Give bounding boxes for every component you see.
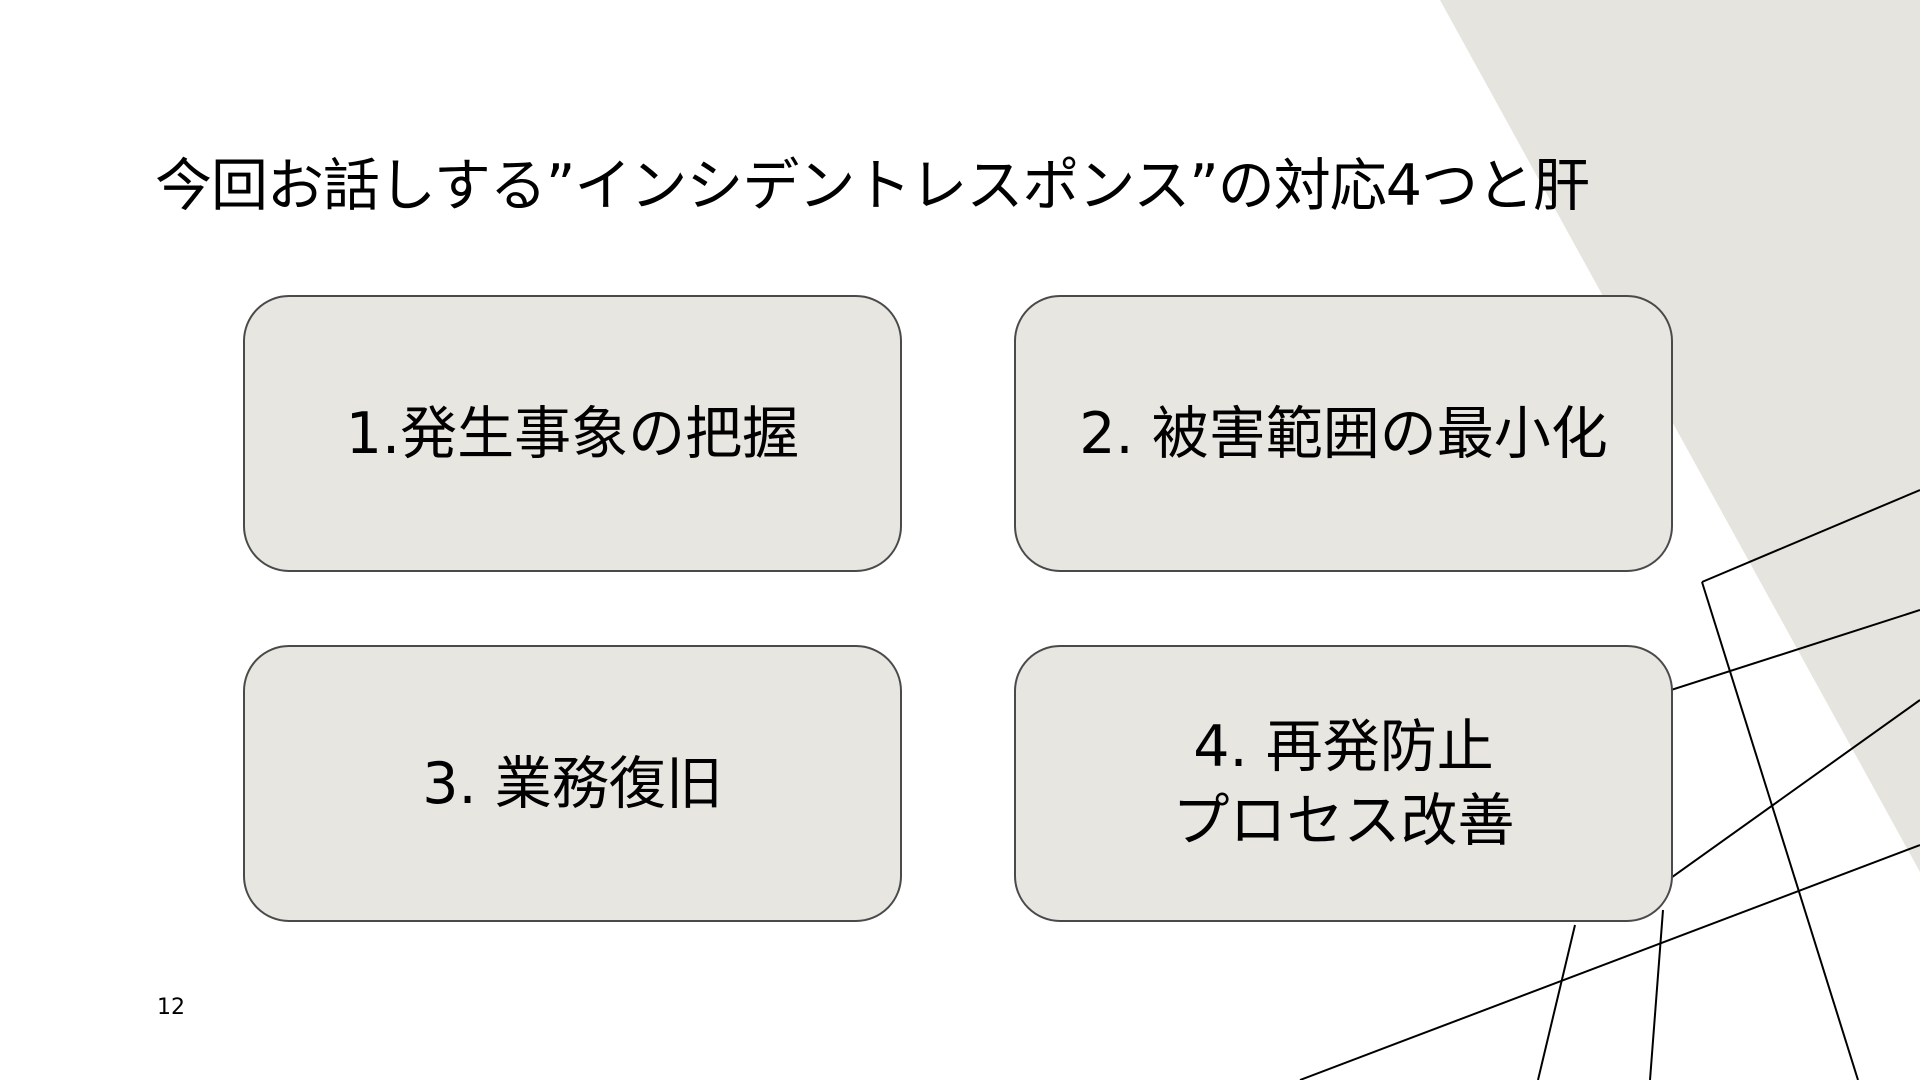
decor-line [1639, 609, 1920, 701]
card-label-line2: プロセス改善 [1172, 787, 1515, 854]
decor-line [1537, 924, 1576, 1080]
card-label-group: 4. 再発防止 プロセス改善 [1173, 710, 1515, 858]
decor-line [1701, 581, 1859, 1080]
card-label: 3. 業務復旧 [422, 750, 723, 817]
card-label: 2. 被害範囲の最小化 [1079, 400, 1608, 467]
decor-line [1701, 489, 1920, 583]
beige-diagonal-shape [1440, 0, 1920, 872]
decor-line [1299, 844, 1920, 1080]
incident-step-card: 2. 被害範囲の最小化 [1014, 295, 1673, 572]
incident-step-card: 3. 業務復旧 [243, 645, 902, 922]
incident-step-card: 4. 再発防止 プロセス改善 [1014, 645, 1673, 922]
card-label-line1: 4. 再発防止 [1193, 713, 1494, 780]
decor-line [1649, 909, 1664, 1080]
slide-title: 今回お話しする”インシデントレスポンス”の対応4つと肝 [155, 153, 1590, 219]
card-label: 1.発生事象の把握 [345, 400, 800, 467]
decor-line [1639, 699, 1920, 901]
incident-step-card: 1.発生事象の把握 [243, 295, 902, 572]
page-number: 12 [157, 995, 185, 1020]
